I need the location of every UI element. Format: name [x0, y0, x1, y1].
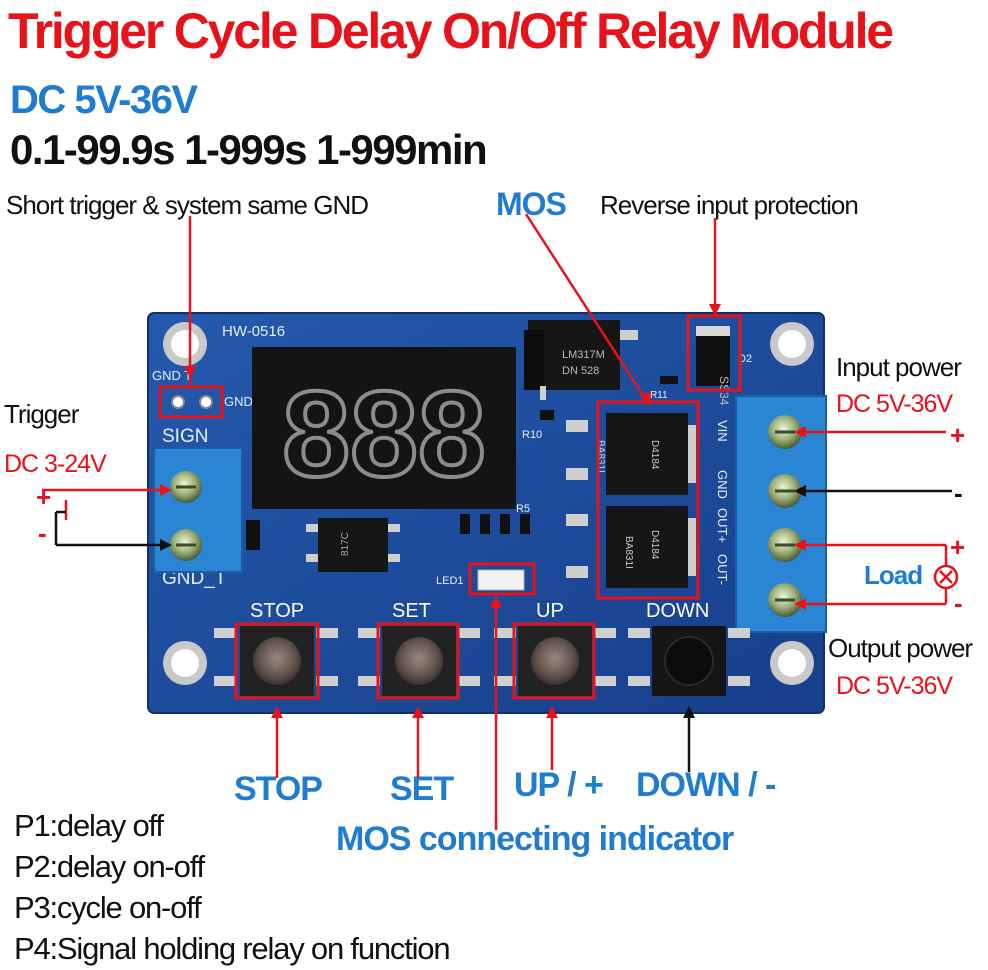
power-terminal-block: [735, 395, 827, 633]
board-stop: STOP: [250, 600, 304, 622]
board-down: DOWN: [646, 600, 709, 622]
mode-item: P4:Signal holding relay on function: [14, 931, 451, 966]
up-callout: UP / +: [514, 766, 604, 804]
output-power-label: Output power: [828, 633, 973, 663]
mode-item: P3:cycle on-off: [14, 890, 202, 925]
smd-components: [246, 376, 678, 550]
optocoupler: 817C: [306, 518, 400, 572]
board-led: LED1: [436, 575, 464, 587]
load-minus: -: [954, 588, 963, 618]
board-d2: D2: [738, 353, 752, 365]
reverse-protection-note: Reverse input protection: [600, 190, 859, 220]
seven-segment-display: [252, 347, 516, 509]
callout-lines: [42, 213, 948, 830]
voltage-regulator: LM317M DN 528: [524, 320, 638, 400]
terminal-label-out-minus: OUT-: [715, 554, 730, 585]
load-plus: +: [950, 532, 965, 562]
board-model: HW-0516: [222, 323, 285, 340]
trigger-label: Trigger: [4, 399, 79, 429]
load-symbol: [933, 564, 959, 590]
mode-item: P2:delay on-off: [14, 849, 205, 884]
board-r10: R10: [522, 429, 542, 441]
arrowheads-dark: [160, 485, 806, 718]
mos-indicator-led: [477, 569, 525, 591]
trigger-terminal-block: [153, 447, 243, 573]
stop-callout: STOP: [234, 770, 323, 808]
load-label: Load: [864, 560, 923, 590]
trigger-minus: -: [38, 518, 47, 548]
mosfet-code: D4184: [649, 440, 660, 470]
mounting-holes: [163, 322, 814, 685]
set-tact-switch: [358, 626, 480, 696]
display-digits: 888: [282, 366, 486, 502]
regulator-label: LM317M: [562, 349, 605, 361]
voltage-spec: DC 5V-36V: [10, 78, 198, 122]
board-gnd-t: GND T: [152, 368, 192, 383]
board-gnd-t-bottom: GND_T: [162, 568, 227, 589]
short-trigger-note: Short trigger & system same GND: [6, 190, 369, 220]
board-up: UP: [536, 600, 564, 622]
board-set: SET: [392, 600, 431, 622]
mos-indicator-callout: MOS connecting indicator: [336, 820, 734, 858]
up-tact-switch: [494, 626, 616, 696]
output-voltage: DC 5V-36V: [836, 672, 953, 700]
mode-item: P1:delay off: [14, 808, 164, 843]
trigger-voltage: DC 3-24V: [4, 450, 107, 478]
terminal-label-out-plus: OUT+: [715, 508, 730, 543]
board-r5: R5: [516, 503, 530, 515]
down-callout: DOWN / -: [636, 766, 776, 804]
ground-lines: [54, 489, 952, 772]
mos-label: MOS: [496, 186, 567, 222]
terminal-label-vin: VIN: [715, 420, 730, 442]
input-voltage: DC 5V-36V: [836, 390, 953, 418]
set-callout: SET: [390, 770, 454, 808]
board-gnd: GND: [224, 394, 253, 409]
arrowheads: [160, 304, 806, 718]
page-title: Trigger Cycle Delay On/Off Relay Module: [8, 3, 894, 59]
optocoupler-label: 817C: [340, 532, 351, 556]
modes-list: P1:delay off P2:delay on-off P3:cycle on…: [14, 805, 451, 969]
board-sign: SIGN: [162, 426, 208, 447]
board-r11: R11: [650, 390, 668, 401]
time-ranges: 0.1-99.9s 1-999s 1-999min: [10, 126, 488, 173]
terminal-label-gnd: GND: [715, 470, 730, 499]
mosfet-label: BA831I: [623, 536, 634, 569]
stop-tact-switch: [214, 626, 338, 696]
mosfet-label: BA831I: [595, 440, 606, 473]
down-tact-switch: [628, 626, 750, 696]
mosfet-code: D4184: [649, 530, 660, 560]
input-minus: -: [954, 478, 963, 508]
input-power-label: Input power: [836, 352, 962, 382]
input-plus: +: [950, 420, 965, 450]
regulator-code: DN 528: [562, 365, 599, 377]
mosfet-pair: BA831I D4184 BA831I D4184: [566, 413, 696, 588]
